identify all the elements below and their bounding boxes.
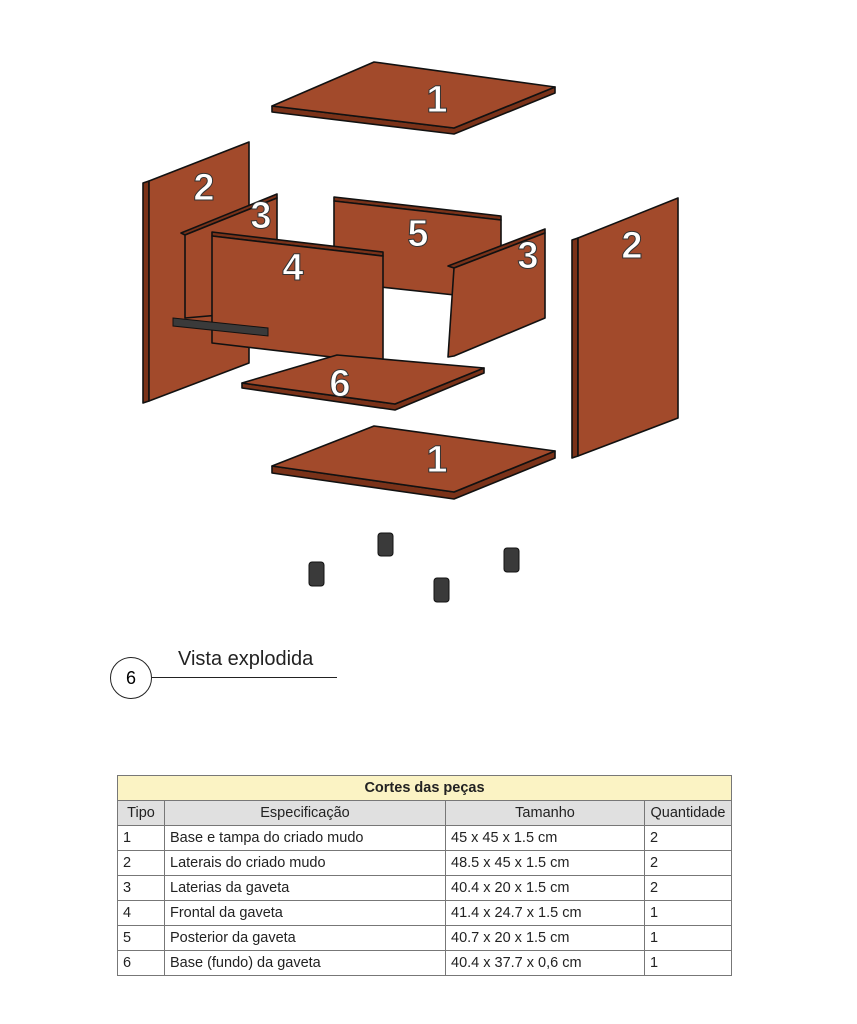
panel-drawer-right: 3 [447,228,546,358]
svg-text:3: 3 [517,235,538,277]
panel-top: 1 [271,61,556,135]
table-cell: 1 [644,900,732,926]
table-cell: 48.5 x 45 x 1.5 cm [445,850,645,876]
table-cell: 41.4 x 24.7 x 1.5 cm [445,900,645,926]
table-cell: 2 [644,825,732,851]
panel-drawer-base: 6 [241,354,485,411]
drawer-handle [172,317,269,337]
table-title: Cortes das peças [117,775,732,801]
table-cell: 5 [117,925,165,951]
panel-drawer-front: 4 [172,231,384,364]
table-cell: 40.4 x 20 x 1.5 cm [445,875,645,901]
table-cell: 2 [117,850,165,876]
leg [308,561,325,587]
table-cell: 2 [644,850,732,876]
view-title: Vista explodida [178,648,314,670]
panel-bottom: 1 [271,425,556,500]
table-cell: 4 [117,900,165,926]
svg-text:6: 6 [329,363,350,405]
table-cell: 40.7 x 20 x 1.5 cm [445,925,645,951]
table-cell: 1 [644,925,732,951]
cut-list-table: Cortes das peças Tipo Especificação Tama… [117,775,732,976]
table-cell: 45 x 45 x 1.5 cm [445,825,645,851]
table-cell: Laterais do criado mudo [164,850,446,876]
table-cell: Frontal da gaveta [164,900,446,926]
panel-right-side: 2 [571,197,679,459]
caption-underline [152,677,337,678]
svg-text:3: 3 [250,195,271,237]
table-cell: 3 [117,875,165,901]
svg-text:4: 4 [282,247,303,289]
svg-text:5: 5 [407,213,428,255]
svg-text:1: 1 [426,79,447,121]
view-number-badge: 6 [110,657,152,699]
table-cell: 1 [644,950,732,976]
table-cell: 40.4 x 37.7 x 0,6 cm [445,950,645,976]
table-cell: 1 [117,825,165,851]
header-especificacao: Especificação [164,800,446,826]
header-tamanho: Tamanho [445,800,645,826]
svg-text:1: 1 [426,439,447,481]
legs [308,532,520,603]
svg-text:2: 2 [621,225,642,267]
leg [433,577,450,603]
table-cell: Posterior da gaveta [164,925,446,951]
header-quantidade: Quantidade [644,800,732,826]
table-cell: Base e tampa do criado mudo [164,825,446,851]
header-tipo: Tipo [117,800,165,826]
table-cell: Laterias da gaveta [164,875,446,901]
leg [377,532,394,557]
leg [503,547,520,573]
table-cell: Base (fundo) da gaveta [164,950,446,976]
table-cell: 2 [644,875,732,901]
table-cell: 6 [117,950,165,976]
svg-text:2: 2 [193,167,214,209]
